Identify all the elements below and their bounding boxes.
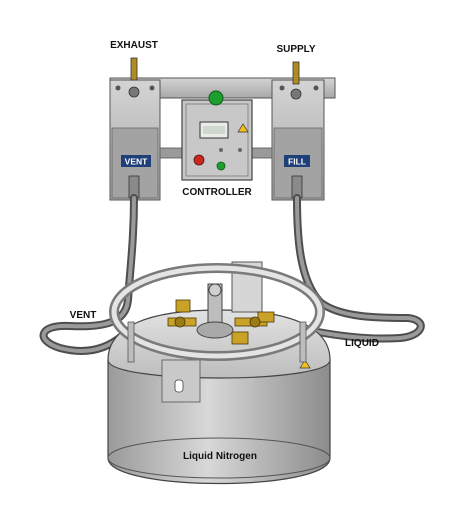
supply-label: SUPPLY [276,44,315,55]
wall-panel: VENT FILL [109,57,336,201]
fill-tag [284,155,310,167]
brass-valves [167,299,275,345]
red-indicator [193,154,205,166]
tank-label: Liquid Nitrogen [183,451,257,462]
vent-tag-label: VENT [125,157,148,167]
controller-label: CONTROLLER [182,187,252,198]
green-indicator [216,161,226,171]
vent-label: VENT [70,310,97,321]
supply-fitting [290,61,302,100]
dewar-tank [107,261,331,485]
liquid-label: LIQUID [345,338,379,349]
warning-triangle-icon [237,123,249,133]
green-beacon-icon [208,90,224,106]
exhaust-fitting [128,57,140,98]
hoses [39,194,425,355]
controller-box [181,90,253,181]
exhaust-label: EXHAUST [110,40,158,51]
fill-tag-label: FILL [288,157,306,167]
vent-tag [121,155,151,167]
